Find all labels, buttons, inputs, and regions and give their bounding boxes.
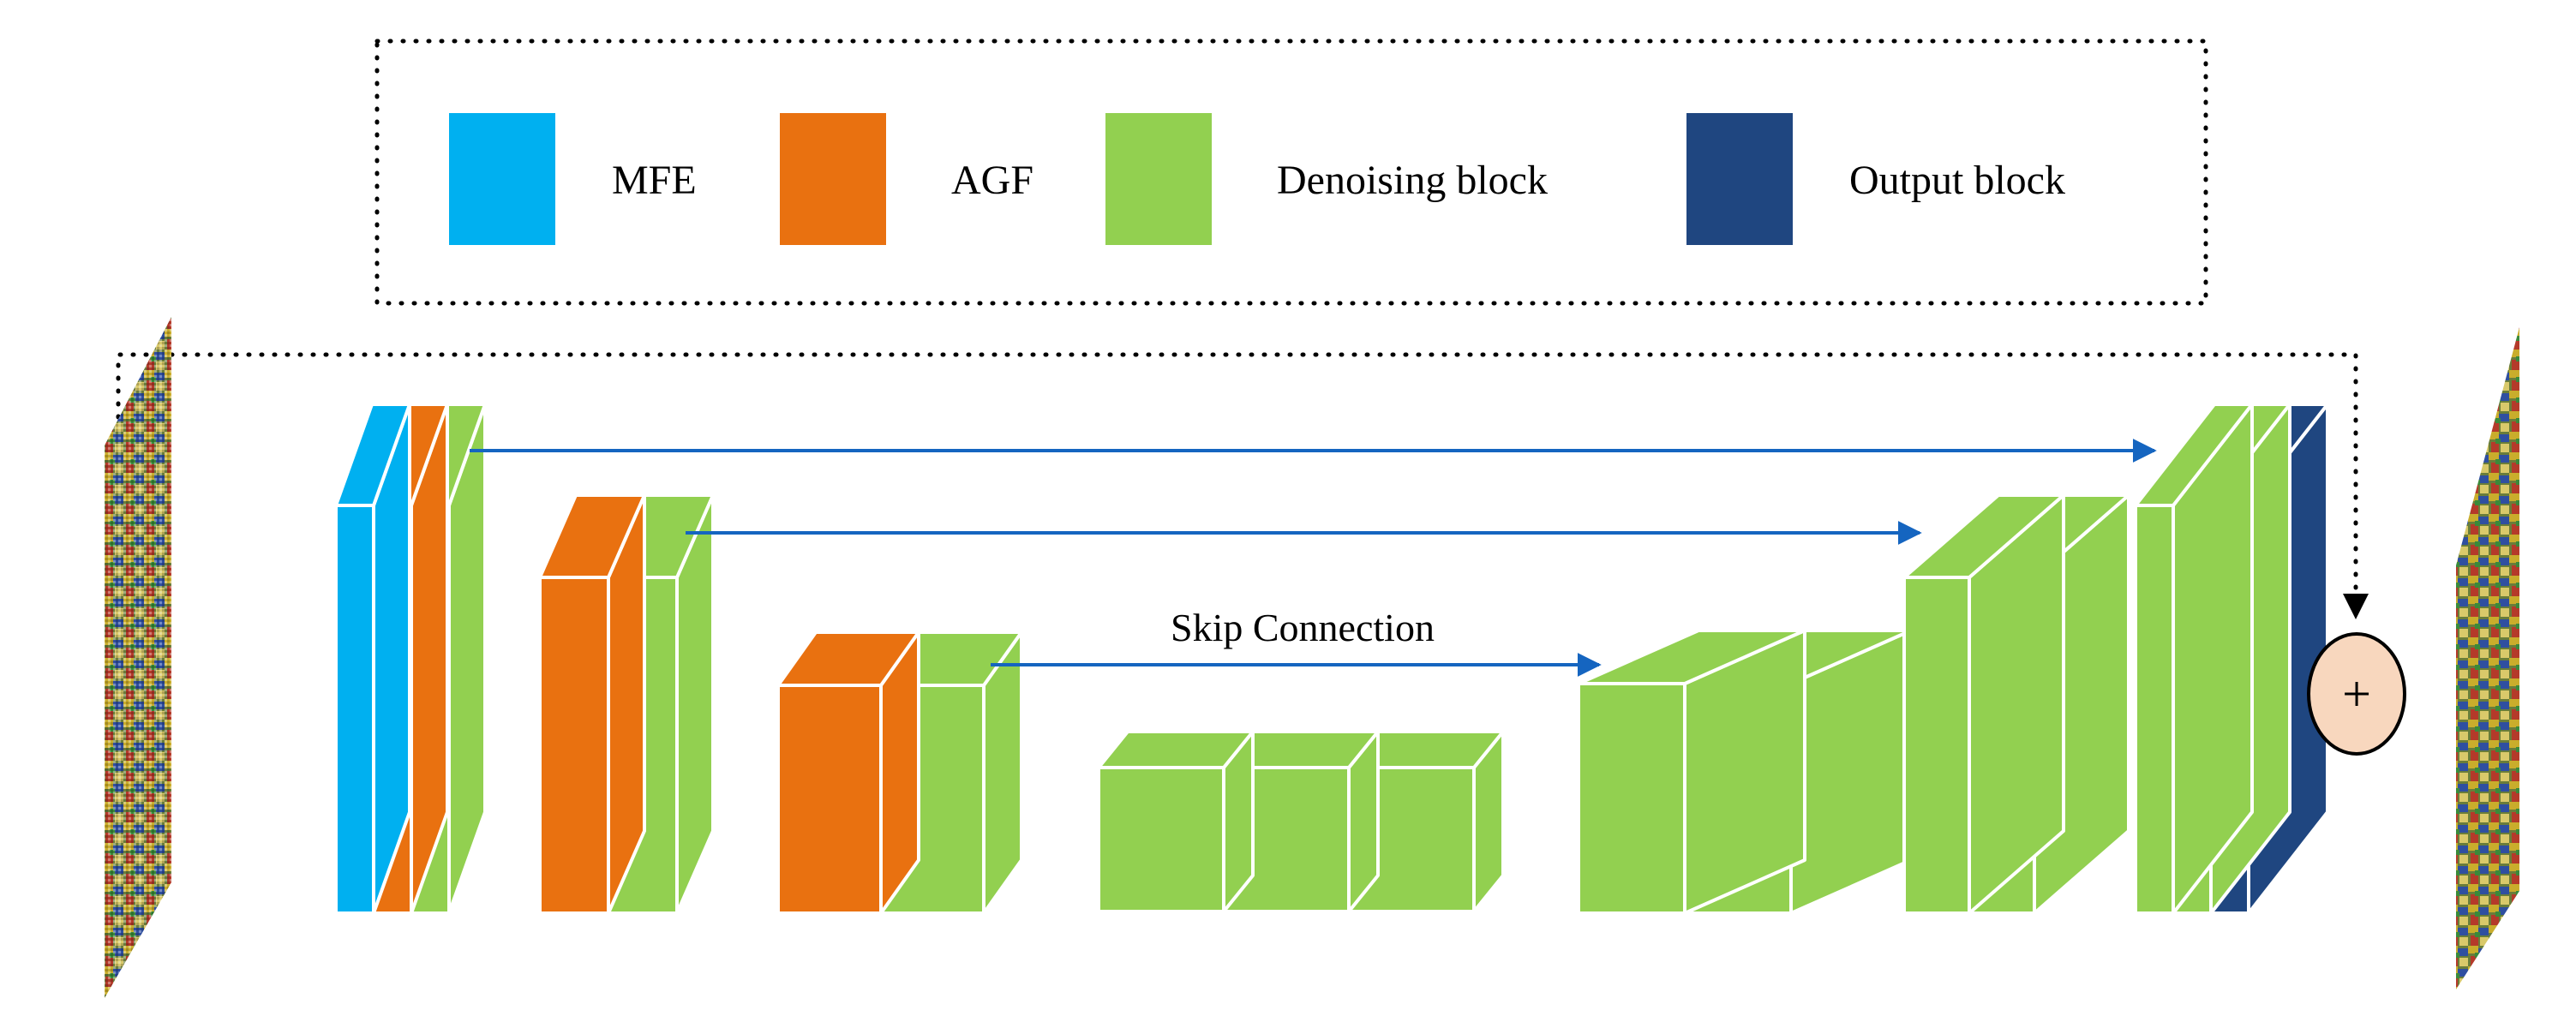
agf-block xyxy=(538,493,646,915)
output-image xyxy=(2456,327,2519,989)
legend-swatch-denoising xyxy=(1105,113,1212,245)
denoising-block xyxy=(1577,629,1806,915)
plus-symbol: + xyxy=(2342,666,2371,722)
denoised-image-slab xyxy=(2456,327,2519,989)
legend-label-agf: AGF xyxy=(951,158,1033,203)
legend-label-denoising: Denoising block xyxy=(1277,158,1548,203)
skip-connection-label: Skip Connection xyxy=(1171,606,1435,649)
stage-decoder-1 xyxy=(2134,403,2329,915)
denoising-block xyxy=(2134,403,2254,915)
network-blocks xyxy=(334,403,2329,915)
denoising-block xyxy=(1097,730,1255,913)
agf-block xyxy=(776,631,920,915)
residual-path xyxy=(116,352,2369,619)
stage-encoder-2 xyxy=(538,493,715,915)
legend: MFE AGF Denoising block Output block xyxy=(374,39,2208,306)
stage-encoder-1 xyxy=(334,403,487,915)
legend-label-output: Output block xyxy=(1849,158,2065,203)
legend-swatch-mfe xyxy=(449,113,555,245)
denoising-block xyxy=(1902,493,2065,915)
residual-connection xyxy=(116,352,2369,619)
legend-swatch-agf xyxy=(780,113,886,245)
stage-decoder-2 xyxy=(1902,493,2130,915)
adder-circle xyxy=(2307,632,2406,756)
legend-swatch-output xyxy=(1686,113,1793,245)
stage-bottleneck xyxy=(1097,730,1505,913)
input-image xyxy=(105,317,171,998)
adder: + xyxy=(2307,632,2406,756)
legend-label-mfe: MFE xyxy=(612,158,697,203)
stage-decoder-3 xyxy=(1577,629,1913,915)
stage-encoder-3 xyxy=(776,631,1023,915)
mfe-block xyxy=(334,403,411,915)
skip-connections: Skip Connection xyxy=(470,439,2157,677)
legend-border xyxy=(374,39,2208,306)
